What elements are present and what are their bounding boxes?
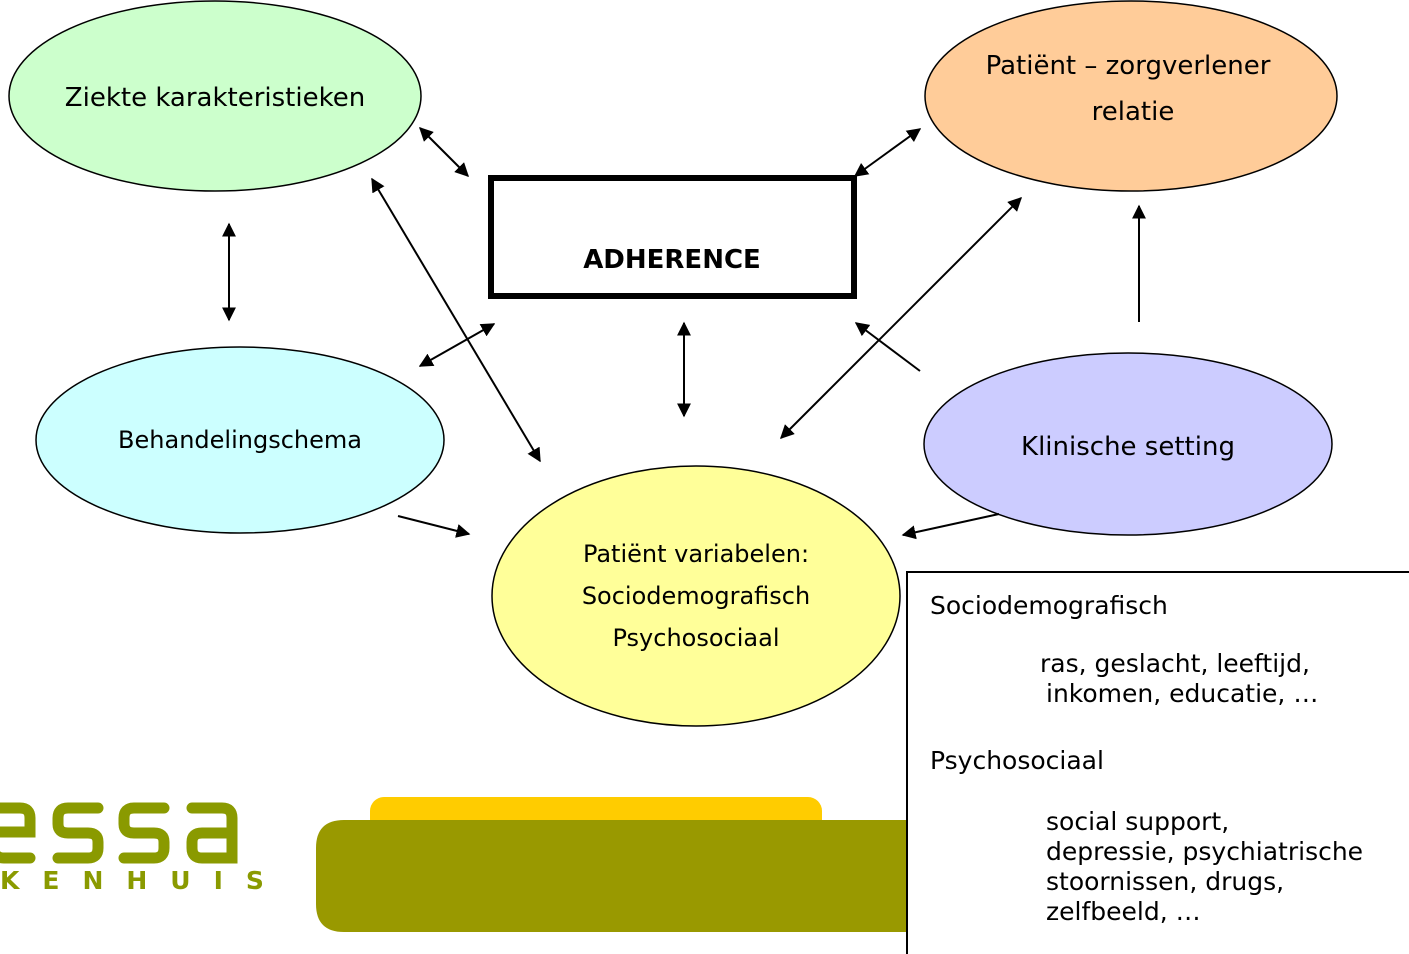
adherence-box [488,175,857,299]
patient-label-line1: Patiënt variabelen: [583,540,809,568]
legend-psycho-line1: social support, [1046,807,1230,836]
arrow-patient-relation [780,197,1022,439]
legend-psycho-line3: stoornissen, drugs, [1046,867,1285,896]
hospital-logo [0,802,238,864]
legend-socio-details: ras, geslacht, leeftijd, inkomen, educat… [1040,649,1319,709]
relation-label-line2: relatie [1092,97,1175,127]
arrow-adherence-relation [853,128,922,177]
patient-ellipse [491,465,901,727]
disease-ellipse [8,0,422,192]
legend-socio-line2: inkomen, educatie, … [1046,679,1319,708]
clinical-ellipse [923,352,1333,536]
treatment-label: Behandelingschema [118,426,362,454]
arrow-disease-adherence [419,127,469,177]
arrow-clinical-adherence [854,322,921,372]
patient-label-line3: Psychosociaal [613,624,780,652]
arrow-clinical-patient [901,513,1000,540]
legend-psycho-line4: zelfbeeld, … [1046,897,1201,926]
adherence-title: ADHERENCE [583,245,761,275]
legend-box: Sociodemografisch ras, geslacht, leeftij… [906,571,1409,954]
arrow-treatment-adherence [418,323,496,367]
legend-psycho-line2: depressie, psychiatrische [1046,837,1364,866]
logo-subtitle: KENHUIS [0,866,287,895]
legend-psycho-details: social support, depressie, psychiatrisch… [1046,807,1363,927]
clinical-label: Klinische setting [1021,432,1235,462]
legend-socio-heading: Sociodemografisch [930,591,1168,620]
legend-psycho-heading: Psychosociaal [930,746,1104,775]
disease-label: Ziekte karakteristieken [65,83,365,113]
relation-label-line1: Patiënt – zorgverlener [986,51,1271,81]
arrow-treatment-patient [397,515,471,538]
patient-label-line2: Sociodemografisch [582,582,810,610]
arrow-disease-patient [371,177,541,463]
legend-socio-line1: ras, geslacht, leeftijd, [1040,649,1310,678]
relation-ellipse [924,0,1338,192]
